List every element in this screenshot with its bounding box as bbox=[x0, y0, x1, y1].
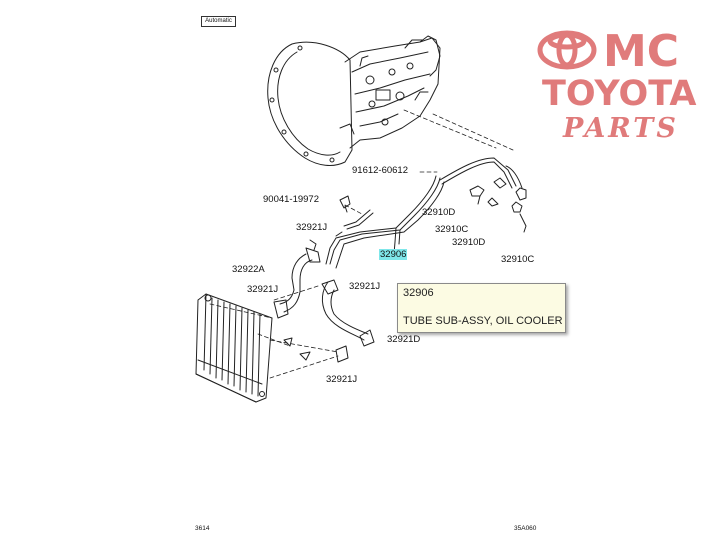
footer-figure-code: 35A060 bbox=[514, 525, 537, 532]
part-label-90041-19972[interactable]: 90041-19972 bbox=[263, 194, 319, 205]
part-label-32921j-bottom[interactable]: 32921J bbox=[326, 374, 358, 385]
logo-brand-text: TOYOTA bbox=[542, 74, 697, 114]
hose-32922a bbox=[273, 247, 321, 319]
part-tooltip: 32906 TUBE SUB-ASSY, OIL COOLER bbox=[397, 283, 566, 333]
part-label-32922a[interactable]: 32922A bbox=[232, 264, 265, 275]
part-label-32910c-upper[interactable]: 32910C bbox=[435, 224, 469, 235]
part-label-32910d-lower[interactable]: 32910D bbox=[452, 237, 486, 248]
footer-page-code: 3614 bbox=[195, 525, 210, 532]
tooltip-part-code: 32906 bbox=[403, 287, 434, 299]
part-label-91612-60612[interactable]: 91612-60612 bbox=[352, 165, 408, 176]
part-label-32921j-upper[interactable]: 32921J bbox=[296, 222, 328, 233]
tooltip-part-description: TUBE SUB-ASSY, OIL COOLER bbox=[403, 315, 563, 327]
part-label-32921j-mid[interactable]: 32921J bbox=[349, 281, 381, 292]
automatic-label-box: Automatic bbox=[201, 16, 236, 27]
trans-side-fittings bbox=[439, 157, 527, 233]
logo-parts-text: PARTS bbox=[563, 113, 679, 144]
logo-mc-text: MC bbox=[603, 26, 680, 77]
part-label-32906-selected[interactable]: 32906 bbox=[379, 249, 408, 260]
hose-lower bbox=[321, 279, 375, 363]
bolt-90041 bbox=[339, 195, 351, 213]
part-label-32921j-left[interactable]: 32921J bbox=[247, 284, 279, 295]
part-label-32921d[interactable]: 32921D bbox=[387, 334, 421, 345]
transmission-illustration bbox=[267, 35, 441, 166]
part-label-32910d-upper[interactable]: 32910D bbox=[422, 207, 456, 218]
radiator-illustration bbox=[195, 293, 273, 403]
oil-cooler-tube-32906 bbox=[325, 175, 445, 269]
toyota-emblem-icon bbox=[537, 30, 597, 70]
part-label-32910c-lower[interactable]: 32910C bbox=[501, 254, 535, 265]
